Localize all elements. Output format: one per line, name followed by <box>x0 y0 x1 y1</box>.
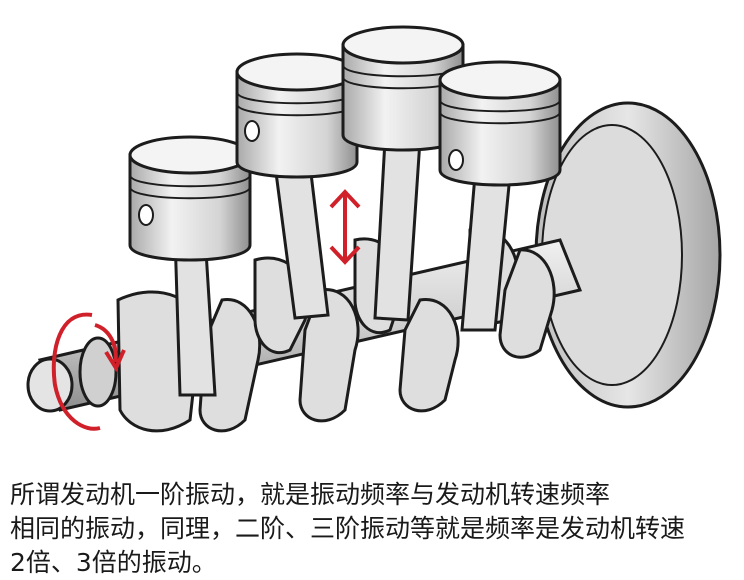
piston-1 <box>128 135 252 262</box>
caption-text: 所谓发动机一阶振动，就是振动频率与发动机转速频率 相同的振动，同理，二阶、三阶振… <box>10 478 740 580</box>
up-down-arrow-icon <box>329 189 361 265</box>
connecting-rods <box>173 138 512 397</box>
piston-3 <box>341 25 465 152</box>
caption-line-3: 2倍、3倍的振动。 <box>10 548 217 577</box>
rotation-arrow-icon <box>51 312 126 431</box>
piston-4 <box>438 60 562 187</box>
caption-line-2: 相同的振动，同理，二阶、三阶振动等就是频率是发动机转速 <box>10 514 686 543</box>
caption-line-1: 所谓发动机一阶振动，就是振动频率与发动机转速频率 <box>10 480 611 509</box>
flywheel <box>534 101 722 409</box>
piston-2 <box>235 52 359 179</box>
engine-crankshaft-illustration <box>26 25 722 433</box>
